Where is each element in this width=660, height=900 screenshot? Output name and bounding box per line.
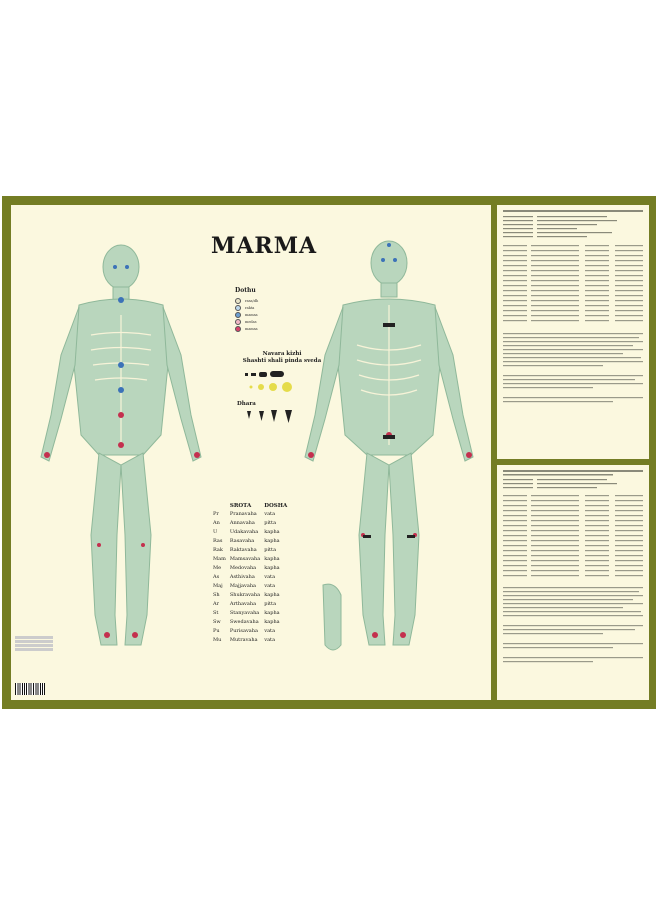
table-header-row: SROTA DOSHA <box>213 503 291 510</box>
srota-abbr-cell: Maj <box>213 583 223 589</box>
table-row: U Udakavaha kapha <box>213 528 291 537</box>
barcode <box>15 683 45 695</box>
table-row: Ar Arthavaha pitta <box>213 600 291 609</box>
srota-name-cell: Annavaha <box>229 520 255 526</box>
table-row: An Annavaha pitta <box>213 519 291 528</box>
table-row: Rak Raktavaha pitta <box>213 546 291 555</box>
table-row: Sw Swedavaha kapha <box>213 618 291 627</box>
page-title: MARMA <box>211 233 318 259</box>
srota-name-cell: Purisavaha <box>229 628 258 634</box>
legend-label: rakta <box>245 305 255 310</box>
srota-name-cell: Arthavaha <box>229 601 257 607</box>
srota-name-cell: Mutravaha <box>229 637 258 643</box>
dosha-cell: kapha <box>264 565 280 571</box>
dosha-cell: vata <box>264 574 276 580</box>
table-row: Me Medovaha kapha <box>213 564 291 573</box>
srota-abbr-cell: Rak <box>213 547 223 553</box>
srota-abbr-cell: Mam <box>213 556 226 562</box>
table-row: St Stanyavaha kapha <box>213 609 291 618</box>
marma-poster: MARMA <box>2 196 656 709</box>
dosha-cell: pitta <box>264 601 277 607</box>
table-row: Pu Purisavaha vata <box>213 627 291 636</box>
srota-abbr-cell: Ras <box>213 538 223 544</box>
dosha-cell: kapha <box>264 619 280 625</box>
dhara-section: Dhara <box>237 401 317 431</box>
table-row: Pr Pranavaha vata <box>213 510 291 519</box>
legend-item: mamsa <box>235 311 325 318</box>
dosha-cell: kapha <box>264 592 280 598</box>
right-info-panel-bottom <box>497 465 649 700</box>
legend-label: rasa/dh <box>245 298 259 303</box>
srota-name-cell: Medovaha <box>229 565 257 571</box>
info-text-block <box>503 210 643 403</box>
srota-abbr-cell: Ar <box>213 601 220 607</box>
srota-name-cell: Asthivaha <box>229 574 255 580</box>
legend-swatch <box>235 297 241 304</box>
legend-swatch <box>235 318 241 325</box>
dosha-cell: kapha <box>264 610 280 616</box>
srota-name-cell: Majjavaha <box>229 583 257 589</box>
narava-subheading: Shashti shali pinda sveda <box>242 358 322 364</box>
srota-name-cell: Shukravaha <box>229 592 261 598</box>
legend-label: medas <box>245 319 257 324</box>
dhatu-legend: Dothu rasa/dh rakta mamsa medas mamsa <box>235 287 325 332</box>
dosha-cell: pitta <box>264 520 277 526</box>
dosha-cell: kapha <box>264 556 280 562</box>
srota-name-cell: Udakavaha <box>229 529 259 535</box>
dosha-cell: pitta <box>264 547 277 553</box>
narava-heading: Navara kizhi <box>262 351 302 357</box>
srota-abbr-cell: Sw <box>213 619 221 625</box>
dhara-heading: Dhara <box>237 401 256 407</box>
narava-kizhi-section: Navara kizhi Shashti shali pinda sveda <box>237 351 327 399</box>
srota-name-cell: Stanyavaha <box>229 610 260 616</box>
legend-label: mamsa <box>245 312 258 317</box>
srota-abbr-cell: Mu <box>213 637 222 643</box>
dosha-cell: vata <box>264 637 276 643</box>
srota-name-cell: Raktavaha <box>229 547 257 553</box>
srota-abbr-cell: Pu <box>213 628 220 634</box>
dhara-icons <box>247 410 292 423</box>
dosha-cell: vata <box>264 511 276 517</box>
legend-label: mamsa <box>245 326 258 331</box>
srota-abbr-cell: An <box>213 520 220 526</box>
srota-header: SROTA <box>229 503 252 509</box>
dosha-cell: kapha <box>264 529 280 535</box>
publisher-info <box>15 635 53 652</box>
srota-name-cell: Mamsavaha <box>229 556 261 562</box>
narava-icons <box>245 371 292 392</box>
table-row: Maj Majjavaha vata <box>213 582 291 591</box>
legend-item: mamsa <box>235 325 325 332</box>
srota-abbr-cell: Me <box>213 565 222 571</box>
dosha-header: DOSHA <box>264 503 288 509</box>
info-text-block <box>503 470 643 663</box>
legend-swatch <box>235 311 241 318</box>
legend-item: medas <box>235 318 325 325</box>
legend-swatch <box>235 325 241 332</box>
legend-swatch <box>235 304 241 311</box>
table-row: Ras Rasavaha kapha <box>213 537 291 546</box>
dosha-cell: vata <box>264 628 276 634</box>
srota-abbr-cell: Pr <box>213 511 219 517</box>
srota-abbr-cell: St <box>213 610 219 616</box>
right-info-panel-top <box>497 205 649 459</box>
table-row: Mu Mutravaha vata <box>213 636 291 645</box>
srota-name-cell: Pranavaha <box>229 511 257 517</box>
srota-abbr-cell: U <box>213 529 218 535</box>
dosha-cell: kapha <box>264 538 280 544</box>
dosha-cell: vata <box>264 583 276 589</box>
srota-abbr-cell: As <box>213 574 220 580</box>
table-row: As Asthivaha vata <box>213 573 291 582</box>
legend-item: rakta <box>235 304 325 311</box>
srota-name-cell: Rasavaha <box>229 538 255 544</box>
legend-heading: Dothu <box>235 287 256 294</box>
front-body-figure <box>40 240 474 651</box>
srota-name-cell: Swedavaha <box>229 619 259 625</box>
main-chart-panel: MARMA <box>11 205 491 700</box>
legend-item: rasa/dh <box>235 297 325 304</box>
srota-abbr-cell: Sh <box>213 592 220 598</box>
